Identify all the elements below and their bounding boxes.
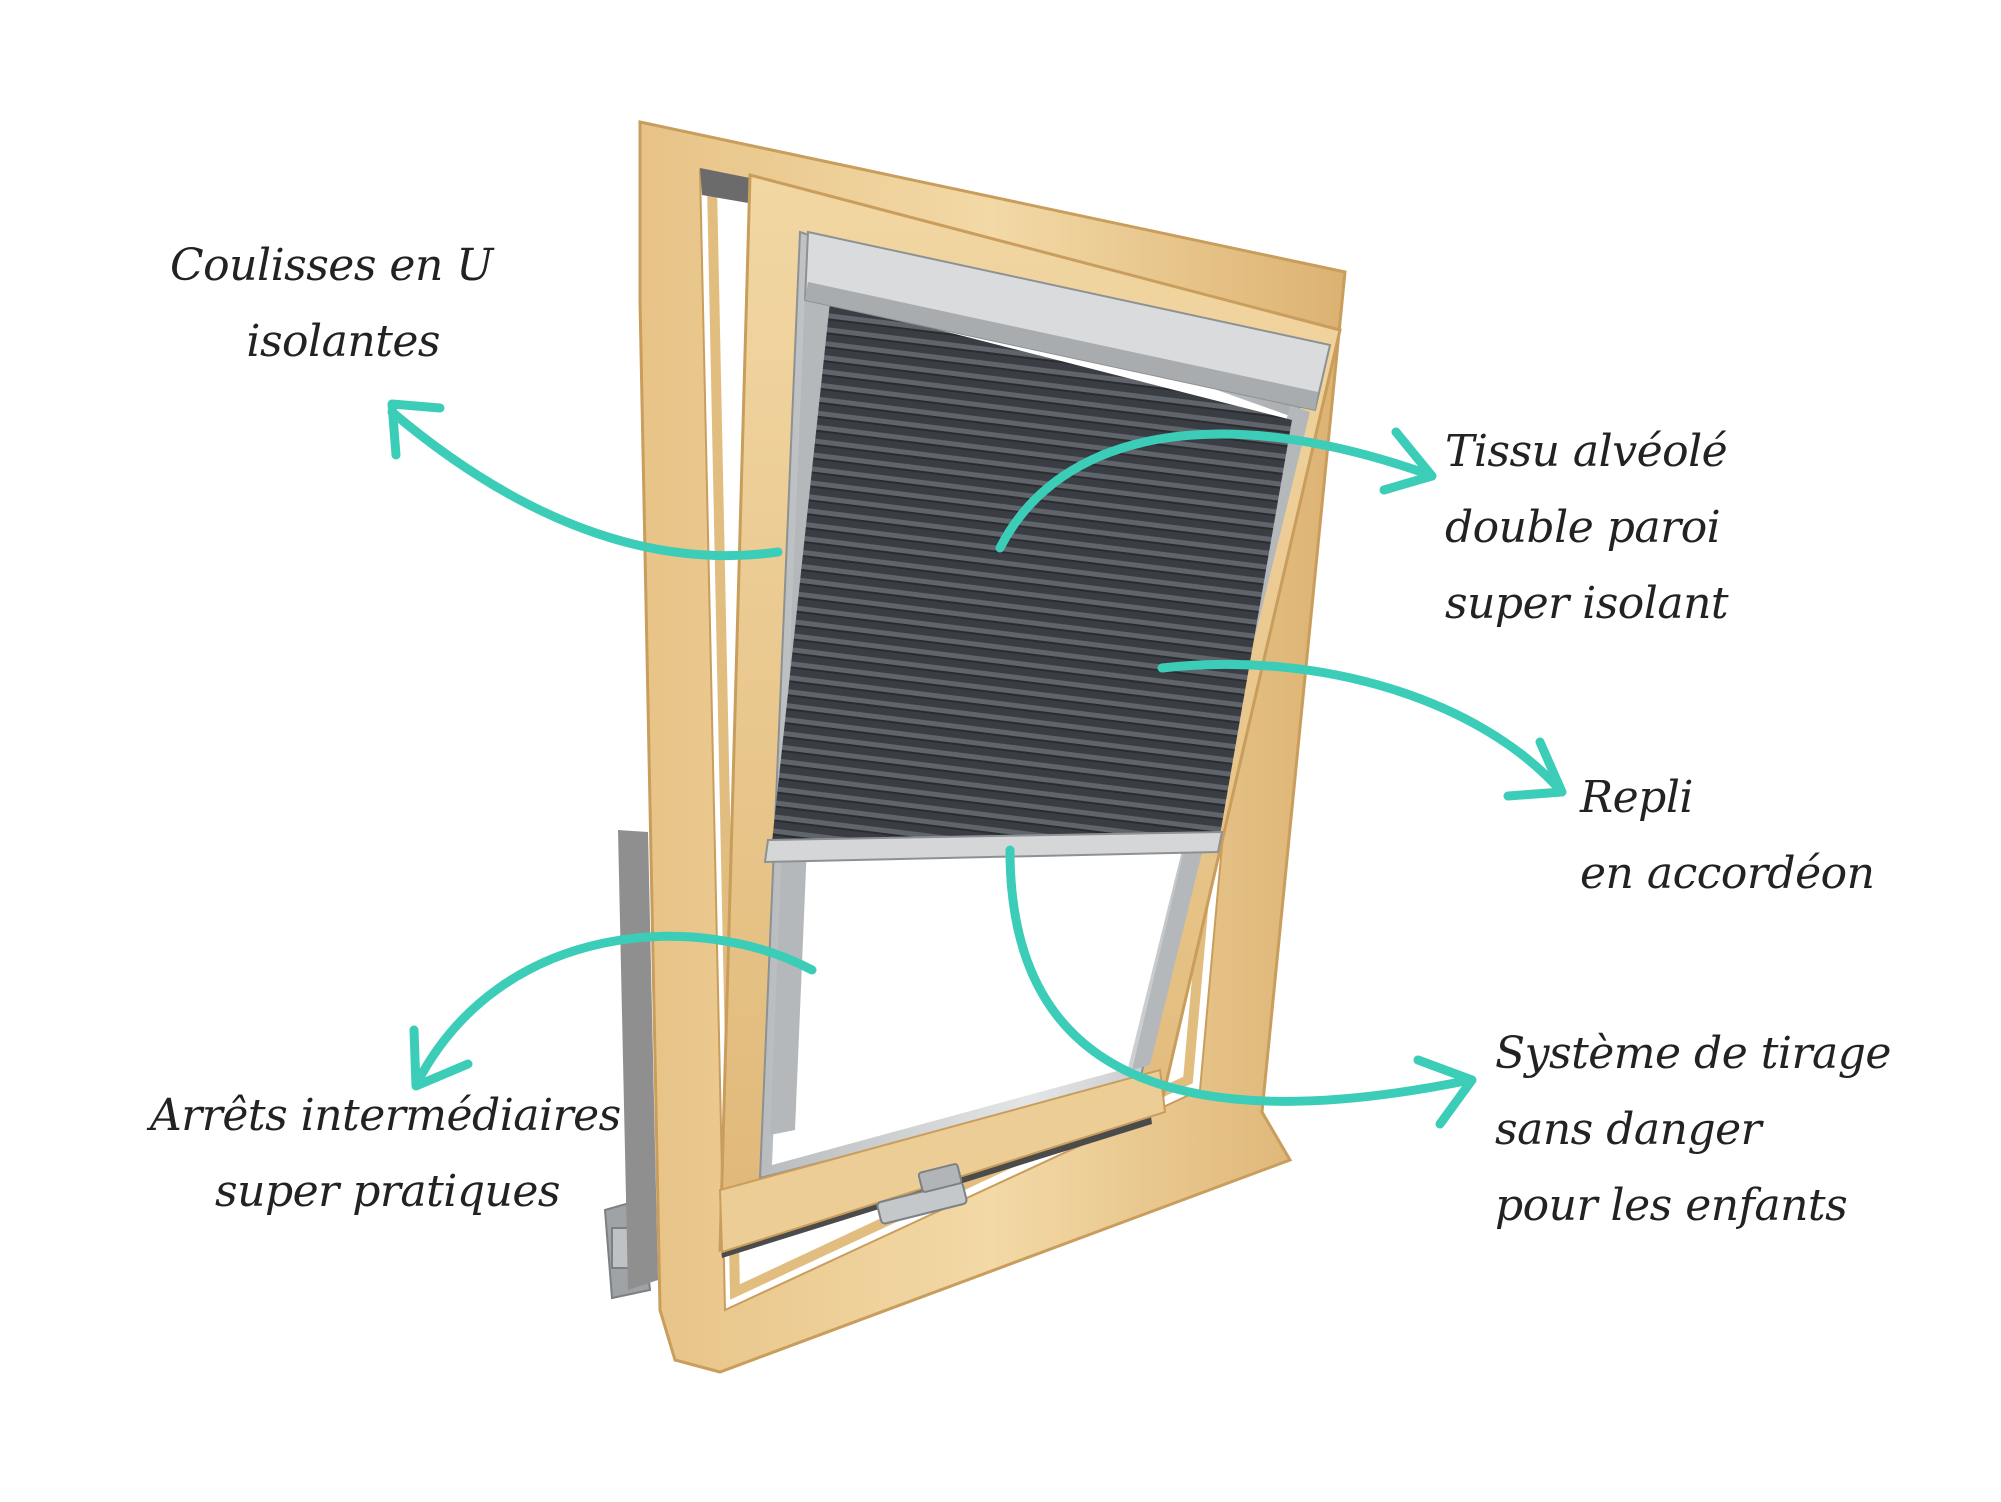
arrowhead-tissu [1379,427,1437,495]
arrowhead-coulisses [387,399,445,460]
label-systeme-line2: sans danger [1495,1104,1762,1155]
label-tissu: Tissu alvéolé double paroi super isolant [1445,414,1729,642]
label-coulisses: Coulisses en U isolantes [170,228,493,380]
label-systeme-line3: pour les enfants [1495,1180,1848,1231]
label-arrets-line1: Arrêts intermédiaires [150,1090,621,1141]
blind-bottom-bar [763,830,1224,864]
label-systeme: Système de tirage sans danger pour les e… [1495,1016,1891,1244]
arrow-tissu [995,429,1435,553]
label-arrets: Arrêts intermédiaires super pratiques [150,1078,621,1230]
label-tissu-line1: Tissu alvéolé [1445,426,1728,477]
label-repli-line2: en accordéon [1580,848,1875,899]
label-tissu-line2: double paroi [1445,502,1721,553]
label-repli: Repli en accordéon [1580,760,1875,912]
label-coulisses-line2: isolantes [246,316,440,367]
label-systeme-line1: Système de tirage [1495,1028,1891,1079]
blind-cassette-shadow [805,282,1318,410]
annotation-arrows [387,399,1567,1129]
sash-handle-clip [917,1163,963,1193]
sash-handle [876,1181,968,1225]
label-repli-line1: Repli [1580,772,1693,823]
side-seal [618,830,658,1290]
arrowhead-systeme [1413,1055,1477,1129]
label-tissu-line3: super isolant [1445,578,1729,629]
arrowhead-repli [1503,737,1567,801]
arrow-repli [1157,659,1565,795]
top-left-rail [700,168,760,205]
arrowhead-arrets [409,1025,473,1091]
arrow-coulisses [387,407,783,561]
sash-bottom-rail [718,1068,1167,1254]
label-coulisses-line1: Coulisses en U [170,240,493,291]
label-arrets-line2: super pratiques [215,1166,560,1217]
arrow-arrets [411,931,817,1090]
arrow-systeme [1005,845,1475,1106]
